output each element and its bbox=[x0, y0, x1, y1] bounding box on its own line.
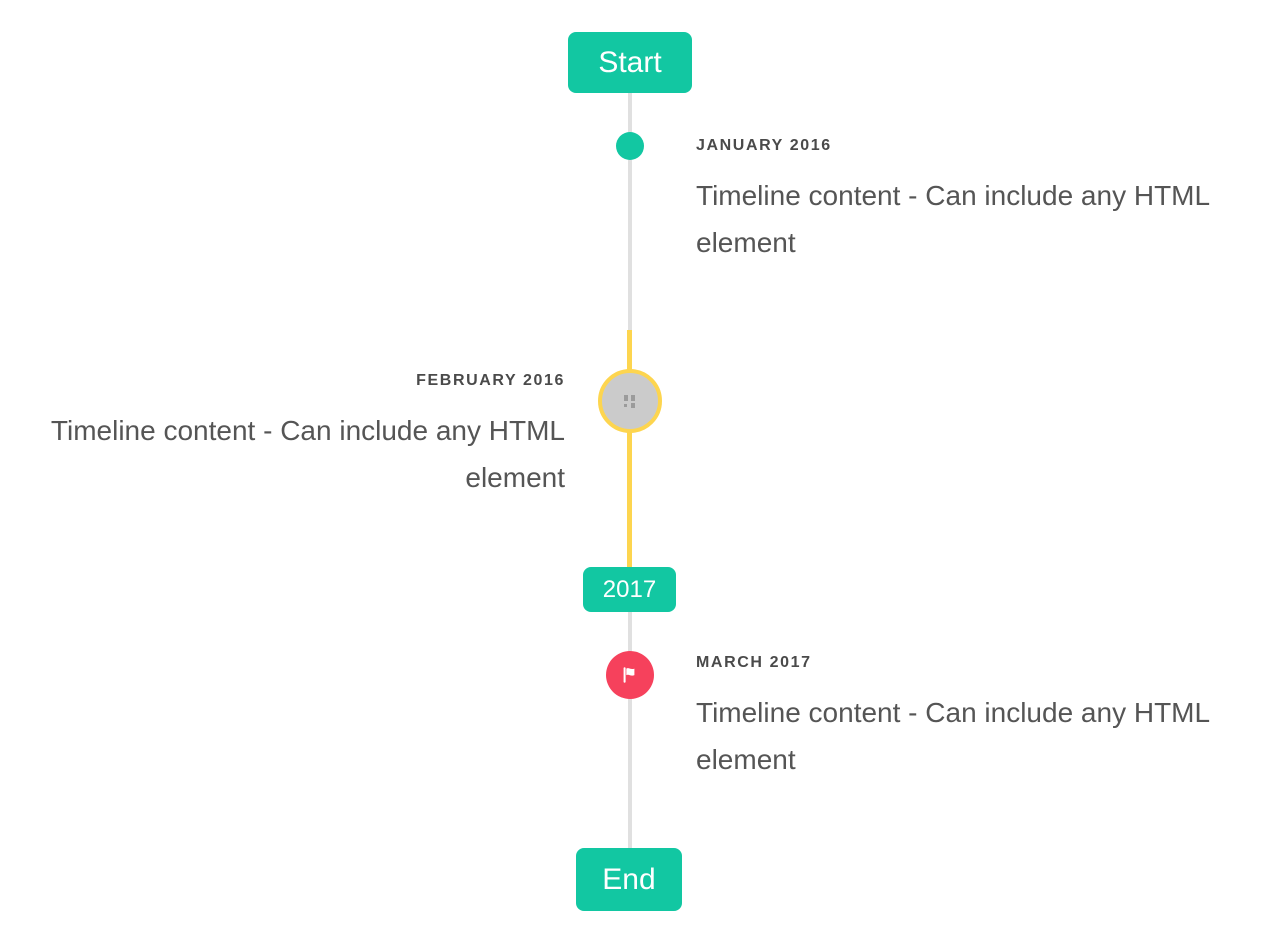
marker-flag-march bbox=[606, 651, 654, 699]
item-date: JANUARY 2016 bbox=[696, 137, 832, 154]
timeline-year-flag: 2017 bbox=[583, 567, 676, 612]
timeline-start-flag: Start bbox=[568, 32, 692, 93]
marker-dot-january bbox=[616, 132, 644, 160]
item-date: MARCH 2017 bbox=[696, 654, 812, 671]
timeline-end-flag: End bbox=[576, 848, 682, 911]
broken-image-icon bbox=[624, 395, 635, 408]
item-content: Timeline content - Can include any HTML … bbox=[696, 697, 1210, 775]
item-date: FEBRUARY 2016 bbox=[416, 372, 565, 389]
item-content: Timeline content - Can include any HTML … bbox=[50, 415, 565, 493]
timeline-line-highlight bbox=[627, 330, 632, 567]
marker-image-february bbox=[598, 369, 662, 433]
timeline-item-february: FEBRUARY 2016 Timeline content - Can inc… bbox=[25, 371, 565, 501]
item-content: Timeline content - Can include any HTML … bbox=[696, 180, 1210, 258]
timeline-item-january: JANUARY 2016 Timeline content - Can incl… bbox=[696, 136, 1236, 266]
flag-icon bbox=[623, 667, 635, 683]
timeline-item-march: MARCH 2017 Timeline content - Can includ… bbox=[696, 653, 1236, 783]
